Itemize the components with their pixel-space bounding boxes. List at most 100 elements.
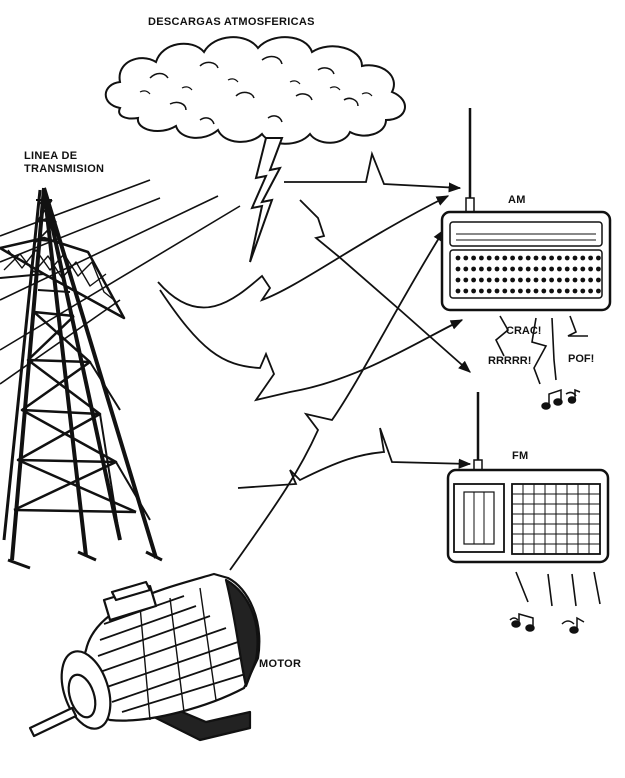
am-radio-icon: [440, 108, 612, 312]
am-grille-dot: [525, 255, 531, 261]
am-grille-dot: [596, 255, 601, 261]
am-grille-dot: [549, 277, 554, 283]
am-grille-dot: [502, 255, 508, 261]
am-grille-dot: [541, 266, 547, 272]
am-grille-dot: [518, 288, 523, 294]
am-grille-dot: [486, 255, 492, 261]
am-grille-dot: [502, 277, 508, 283]
am-grille-dot: [572, 266, 578, 272]
am-grille-dot: [549, 255, 554, 261]
noise-pof: POF!: [568, 353, 594, 365]
am-grille-dot: [479, 288, 484, 294]
am-grille-dot: [518, 277, 523, 283]
am-grille-dot: [510, 288, 515, 294]
label-line-top: LINEA DE: [24, 150, 78, 162]
arrow-tower-to-fm: [159, 289, 464, 402]
am-grille-dot: [557, 288, 562, 294]
am-grille-dot: [525, 288, 531, 294]
am-grille-dot: [502, 288, 508, 294]
am-grille-dot: [486, 277, 492, 283]
music-note-icon: [509, 388, 585, 634]
am-grille-dot: [588, 255, 593, 261]
am-grille-dot: [471, 266, 476, 272]
electric-motor-icon: [28, 572, 261, 742]
noise-rrr: RRRRR!: [488, 355, 531, 367]
am-grille-dot: [596, 277, 601, 283]
am-grille-dot: [486, 266, 492, 272]
interference-arrows: [157, 150, 472, 571]
am-grille-dot: [557, 266, 562, 272]
am-grille-dot: [494, 266, 500, 272]
am-grille-dot: [525, 277, 531, 283]
am-grille-dot: [541, 277, 547, 283]
am-grille-dot: [588, 277, 593, 283]
arrow-cloud-to-am: [284, 150, 462, 193]
am-grille-dot: [533, 288, 539, 294]
am-grille-dot: [533, 255, 539, 261]
am-grille-dot: [564, 288, 570, 294]
am-speaker-grille: [455, 255, 601, 294]
am-grille-dot: [479, 266, 484, 272]
am-grille-dot: [463, 266, 469, 272]
am-grille-dot: [564, 277, 570, 283]
am-grille-dot: [564, 266, 570, 272]
cloud-icon: [104, 36, 406, 145]
am-grille-dot: [533, 277, 539, 283]
am-grille-dot: [471, 255, 476, 261]
am-grille-dot: [557, 255, 562, 261]
am-grille-dot: [510, 255, 515, 261]
am-grille-dot: [479, 255, 484, 261]
fm-speaker-grille: [512, 484, 600, 554]
am-grille-dot: [596, 288, 601, 294]
am-grille-dot: [596, 266, 601, 272]
am-grille-dot: [471, 277, 476, 283]
am-grille-dot: [580, 255, 586, 261]
am-grille-dot: [463, 255, 469, 261]
am-grille-dot: [463, 288, 469, 294]
am-grille-dot: [518, 266, 523, 272]
am-grille-dot: [455, 266, 461, 272]
am-grille-dot: [502, 266, 508, 272]
arrow-cloud-to-fm: [299, 199, 471, 373]
am-grille-dot: [580, 288, 586, 294]
am-grille-dot: [580, 277, 586, 283]
am-grille-dot: [549, 288, 554, 294]
label-fm: FM: [512, 450, 529, 462]
noise-crac: CRAC!: [506, 325, 541, 337]
arrow-motor-to-am: [229, 228, 445, 571]
label-line-bottom: TRANSMISION: [24, 163, 105, 175]
am-grille-dot: [580, 266, 586, 272]
am-grille-dot: [455, 277, 461, 283]
am-grille-dot: [486, 288, 492, 294]
am-noise-marks: [495, 315, 588, 385]
am-grille-dot: [494, 255, 500, 261]
am-grille-dot: [510, 266, 515, 272]
am-grille-dot: [557, 277, 562, 283]
am-grille-dot: [541, 288, 547, 294]
am-grille-dot: [572, 255, 578, 261]
am-grille-dot: [525, 266, 531, 272]
am-grille-dot: [455, 255, 461, 261]
am-grille-dot: [510, 277, 515, 283]
am-grille-dot: [541, 255, 547, 261]
am-grille-dot: [588, 266, 593, 272]
am-grille-dot: [494, 277, 500, 283]
am-grille-dot: [471, 288, 476, 294]
lightning-bolt-icon: [249, 137, 284, 263]
am-grille-dot: [479, 277, 484, 283]
am-grille-dot: [549, 266, 554, 272]
label-motor: MOTOR: [259, 658, 302, 670]
label-clouds: DESCARGAS ATMOSFERICAS: [148, 16, 315, 28]
am-grille-dot: [518, 255, 523, 261]
am-grille-dot: [533, 266, 539, 272]
am-grille-dot: [588, 288, 593, 294]
fm-sound-lines: [515, 571, 601, 607]
label-am: AM: [508, 194, 526, 206]
am-grille-dot: [494, 288, 500, 294]
am-grille-dot: [463, 277, 469, 283]
am-grille-dot: [572, 277, 578, 283]
am-grille-dot: [572, 288, 578, 294]
am-grille-dot: [455, 288, 461, 294]
